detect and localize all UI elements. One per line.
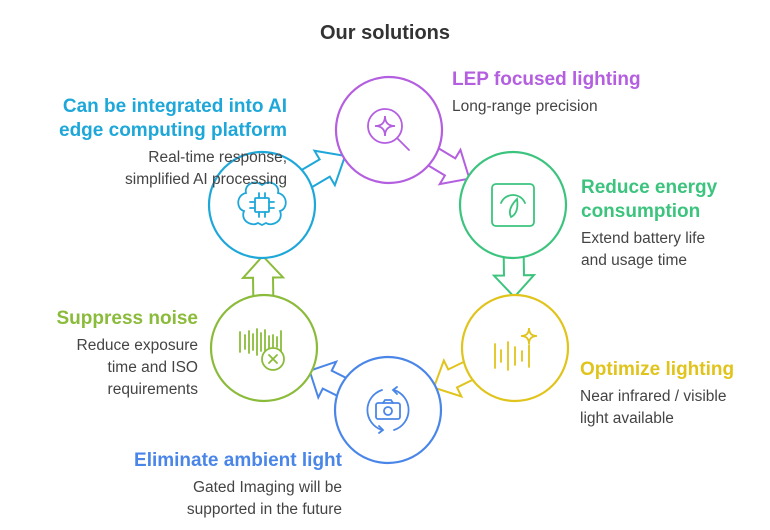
- step-title: Can be integrated into AI: [62, 96, 287, 117]
- step-desc: time and ISO: [107, 359, 198, 376]
- step-desc: Long-range precision: [452, 98, 598, 115]
- step-desc: Near infrared / visible: [580, 388, 727, 405]
- step-noise-node: [209, 293, 319, 403]
- step-desc: requirements: [107, 381, 198, 398]
- step-desc: Reduce exposure: [76, 337, 199, 354]
- step-title: edge computing platform: [59, 120, 287, 141]
- step-desc: simplified AI processing: [125, 171, 287, 188]
- step-desc: and usage time: [581, 252, 687, 269]
- step-title: consumption: [581, 201, 701, 222]
- step-ai-node: [207, 150, 317, 260]
- noise-cancel-icon: [239, 328, 285, 371]
- step-title: Optimize lighting: [580, 359, 735, 380]
- step-energy-node: [458, 150, 568, 260]
- step-title: LEP focused lighting: [452, 69, 641, 90]
- search-sparkle-icon: [367, 108, 410, 151]
- camera-rotate-icon: [366, 386, 410, 434]
- step-title: Eliminate ambient light: [134, 450, 342, 471]
- sound-sparkle-icon: [494, 327, 538, 371]
- step-optimize-label: Optimize lighting Near infrared / visibl…: [580, 358, 734, 430]
- step-desc: supported in the future: [186, 501, 342, 518]
- step-desc: Gated Imaging will be: [192, 479, 342, 496]
- step-title: Suppress noise: [56, 308, 199, 329]
- gauge-icon: [491, 183, 535, 227]
- step-desc: light available: [580, 410, 674, 427]
- diagram-title: Our solutions: [320, 22, 450, 44]
- step-desc: Real-time response,: [148, 149, 287, 166]
- step-ambient-label: Eliminate ambient light Gated Imaging wi…: [134, 449, 342, 521]
- brain-chip-icon: [237, 181, 287, 227]
- step-noise-label: Suppress noise Reduce exposure time and I…: [57, 307, 199, 401]
- step-ambient-node: [333, 355, 443, 465]
- step-energy-label: Reduce energy consumption Extend battery …: [581, 176, 717, 272]
- step-lep-node: [334, 75, 444, 185]
- step-desc: Extend battery life: [581, 230, 706, 247]
- step-ai-label: Can be integrated into AI edge computing …: [59, 95, 287, 191]
- step-lep-label: LEP focused lighting Long-range precisio…: [452, 68, 641, 118]
- step-title: Reduce energy: [581, 177, 718, 198]
- step-optimize-node: [460, 293, 570, 403]
